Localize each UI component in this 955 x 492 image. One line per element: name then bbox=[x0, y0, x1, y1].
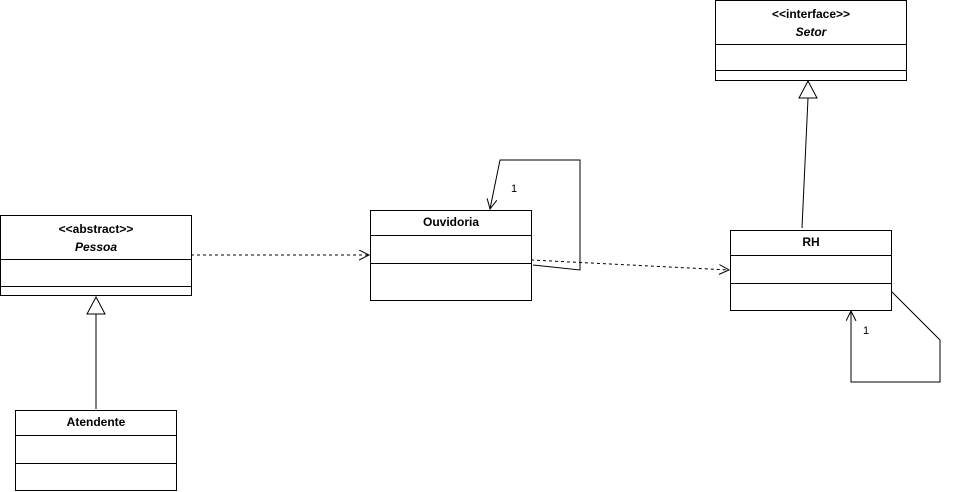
class-pessoa-attributes bbox=[1, 260, 191, 287]
class-rh[interactable]: RH bbox=[730, 230, 892, 311]
class-atendente[interactable]: Atendente bbox=[15, 410, 177, 491]
class-atendente-attributes bbox=[16, 436, 176, 464]
self-association-ouvidoria[interactable] bbox=[490, 159, 581, 271]
class-atendente-header: Atendente bbox=[16, 411, 176, 436]
class-setor-operations bbox=[716, 71, 906, 80]
class-setor-name: Setor bbox=[795, 24, 827, 39]
class-rh-header: RH bbox=[731, 231, 891, 256]
class-ouvidoria[interactable]: Ouvidoria bbox=[370, 210, 532, 301]
class-rh-operations bbox=[731, 284, 891, 310]
class-rh-name: RH bbox=[802, 235, 820, 249]
class-setor-stereotype: <<interface>> bbox=[771, 6, 851, 21]
class-ouvidoria-name: Ouvidoria bbox=[422, 215, 479, 229]
generalization-rh-setor[interactable] bbox=[801, 97, 809, 229]
class-rh-attributes bbox=[731, 256, 891, 284]
class-pessoa-stereotype: <<abstract>> bbox=[58, 221, 134, 236]
class-ouvidoria-operations bbox=[371, 264, 531, 300]
generalization-triangle-setor bbox=[798, 79, 818, 99]
generalization-triangle-pessoa bbox=[86, 295, 106, 315]
class-setor[interactable]: <<interface>> Setor bbox=[715, 0, 907, 81]
dependency-ouvidoria-rh[interactable] bbox=[530, 259, 729, 270]
class-ouvidoria-header: Ouvidoria bbox=[371, 211, 531, 236]
self-association-rh[interactable] bbox=[851, 291, 941, 383]
class-pessoa-header: <<abstract>> Pessoa bbox=[1, 216, 191, 260]
class-setor-attributes bbox=[716, 45, 906, 71]
class-pessoa-name: Pessoa bbox=[74, 239, 118, 254]
ouvidoria-self-multiplicity: 1 bbox=[511, 183, 518, 195]
class-pessoa[interactable]: <<abstract>> Pessoa bbox=[0, 215, 192, 296]
rh-self-multiplicity: 1 bbox=[863, 325, 870, 337]
class-setor-header: <<interface>> Setor bbox=[716, 1, 906, 45]
class-atendente-operations bbox=[16, 464, 176, 490]
class-ouvidoria-attributes bbox=[371, 236, 531, 264]
class-pessoa-operations bbox=[1, 287, 191, 295]
class-atendente-name: Atendente bbox=[66, 415, 126, 429]
